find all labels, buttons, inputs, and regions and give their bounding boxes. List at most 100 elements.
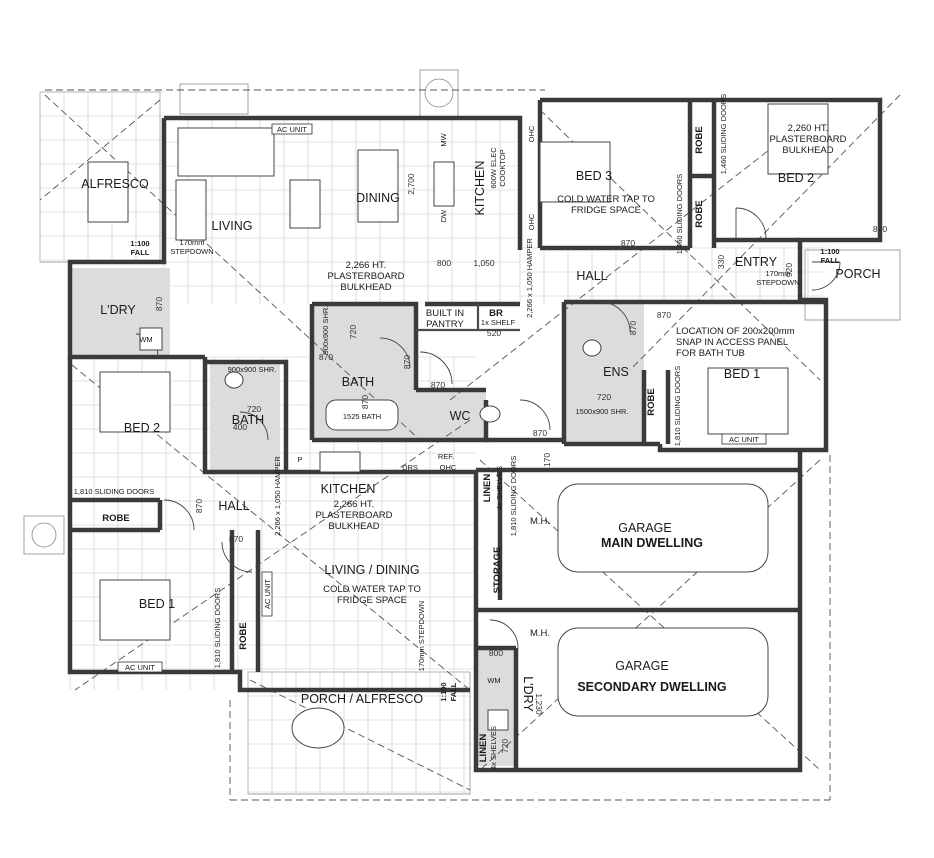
note-stepdown-2a: 170mm [765,269,790,278]
note-cooktop-a: 600W ELEC [489,147,498,189]
dim-870-a: 870 [873,224,887,234]
dim-870-g: 870 [628,321,638,335]
dim-330: 330 [716,255,726,269]
label-ldry-main: L'DRY [100,303,136,317]
label-ens: ENS [603,365,629,379]
notes: 2,266 HT. PLASTERBOARD BULKHEAD 2,260 HT… [74,94,847,770]
label-dining: DINING [356,191,400,205]
note-stepdown-3: 170mm STEPDOWN [417,601,426,671]
note-mh-2: M.H. [530,628,550,639]
label-robe-bed1: ROBE [646,388,657,415]
note-stepdown-1b: STEPDOWN [170,247,213,256]
note-fall-1b: FALL [131,248,150,257]
dim-2700: 2,700 [406,173,416,195]
note-linen-shelves-1: 4x SHELVES [495,466,504,510]
note-sliding-2: 1,460 SLIDING DOORS [675,174,684,254]
note-access-panel-c: FOR BATH TUB [676,348,745,359]
note-cold-water-2b: FRIDGE SPACE [337,595,407,606]
note-dw: DW [439,209,448,222]
dim-870-b: 870 [621,238,635,248]
dim-870-c: 870 [154,297,164,311]
dim-870-d: 870 [402,355,412,369]
note-drs: DRS [402,463,418,472]
note-sliding-1: 1,460 SLIDING DOORS [719,94,728,174]
label-ldry-sec: L'DRY [521,676,535,712]
note-br: BR [489,308,503,319]
label-porch-alfresco: PORCH / ALFRESCO [301,692,424,706]
label-wc: WC [450,409,471,423]
note-access-panel-b: SNAP IN ACCESS PANEL [676,337,788,348]
label-pantry: PANTRY [426,319,464,330]
note-stepdown-2b: STEPDOWN [756,278,799,287]
note-shr-900b: 900x900 SHR. [228,365,277,374]
note-cold-water-1b: FRIDGE SPACE [571,205,641,216]
note-bulkhead-2c: BULKHEAD [782,145,833,156]
note-ref: REF. [438,452,454,461]
note-ac-unit-3: AC UNIT [125,663,155,672]
note-cold-water-1a: COLD WATER TAP TO [557,194,655,205]
dim-870-e: 870 [431,380,445,390]
note-bulkhead-1c: BULKHEAD [340,282,391,293]
label-kitchen-main: KITCHEN [473,161,487,216]
note-hamper-1: 2,266 x 1,050 HAMPER [525,238,534,318]
wet-areas [70,268,644,766]
label-built-in: BUILT IN [426,308,464,319]
label-bed2-sec: BED 2 [124,421,160,435]
label-main-dwelling: MAIN DWELLING [601,536,703,550]
label-bed1-sec: BED 1 [139,597,175,611]
dim-870-l: 870 [319,352,333,362]
note-ohc-2: OHC [527,213,536,230]
note-shr-1500: 1500x900 SHR. [576,407,629,416]
dim-870-h: 870 [533,428,547,438]
label-robe-bed3: ROBE [694,126,705,153]
note-fall-1: 1:100 [130,239,149,248]
label-living-dining-sec: LIVING / DINING [324,563,419,577]
note-bulkhead-3c: BULKHEAD [328,521,379,532]
note-bulkhead-3b: PLASTERBOARD [315,510,392,521]
label-bed2-main: BED 2 [778,171,814,185]
dim-920: 920 [784,263,794,277]
note-fall-2: 1:100 [820,247,839,256]
label-secondary-dwelling: SECONDARY DWELLING [577,680,726,694]
label-bed3: BED 3 [576,169,612,183]
note-mh-1: M.H. [530,516,550,527]
label-bath-sec: BATH [232,413,264,427]
label-linen-main: LINEN [482,474,493,503]
note-cold-water-2a: COLD WATER TAP TO [323,584,421,595]
fixtures [87,103,829,749]
note-linen-shelves-2: 4x SHELVES [489,726,498,770]
note-access-panel-a: LOCATION OF 200x200mm [676,326,795,337]
note-sliding-4: 1,810 SLIDING DOORS [74,487,154,496]
label-hall-sec: HALL [218,499,249,513]
label-garage-secondary: GARAGE [615,659,669,673]
dim-720-a: 720 [348,325,358,339]
note-bulkhead-1b: PLASTERBOARD [327,271,404,282]
label-robe-sec: ROBE [102,513,129,524]
room-labels: ALFRESCO LIVING DINING KITCHEN BED 3 BED… [81,126,880,762]
label-linen-sec: LINEN [478,734,489,763]
note-ac-unit-1: AC UNIT [277,125,307,134]
label-storage: STORAGE [492,547,503,594]
note-cooktop-b: COOKTOP [498,149,507,186]
dimensions: 870 870 870 870 870 870 870 870 870 870 … [154,173,887,753]
dim-720-c: 720 [247,404,261,414]
dim-800: 800 [437,258,451,268]
label-hall-main: HALL [576,269,607,283]
note-wm-2: WM [487,676,500,685]
dim-800b: 800 [489,648,503,658]
note-mw: MW [439,132,448,146]
dim-1230: 1,230 [534,693,544,715]
dim-170: 170 [542,453,552,467]
dim-520: 520 [487,328,501,338]
note-fall-3b: FALL [449,682,458,701]
dim-400: 400 [233,422,247,432]
label-robe-bed2: ROBE [694,200,705,227]
note-sliding-6: 1,810 SLIDING DOORS [509,456,518,536]
label-entry: ENTRY [735,255,778,269]
label-bed1-main: BED 1 [724,367,760,381]
note-bath-1525: 1525 BATH [343,412,381,421]
dim-870-i: 870 [194,499,204,513]
label-kitchen-sec: KITCHEN [321,482,376,496]
note-bulkhead-3a: 2,266 HT. [334,499,375,510]
